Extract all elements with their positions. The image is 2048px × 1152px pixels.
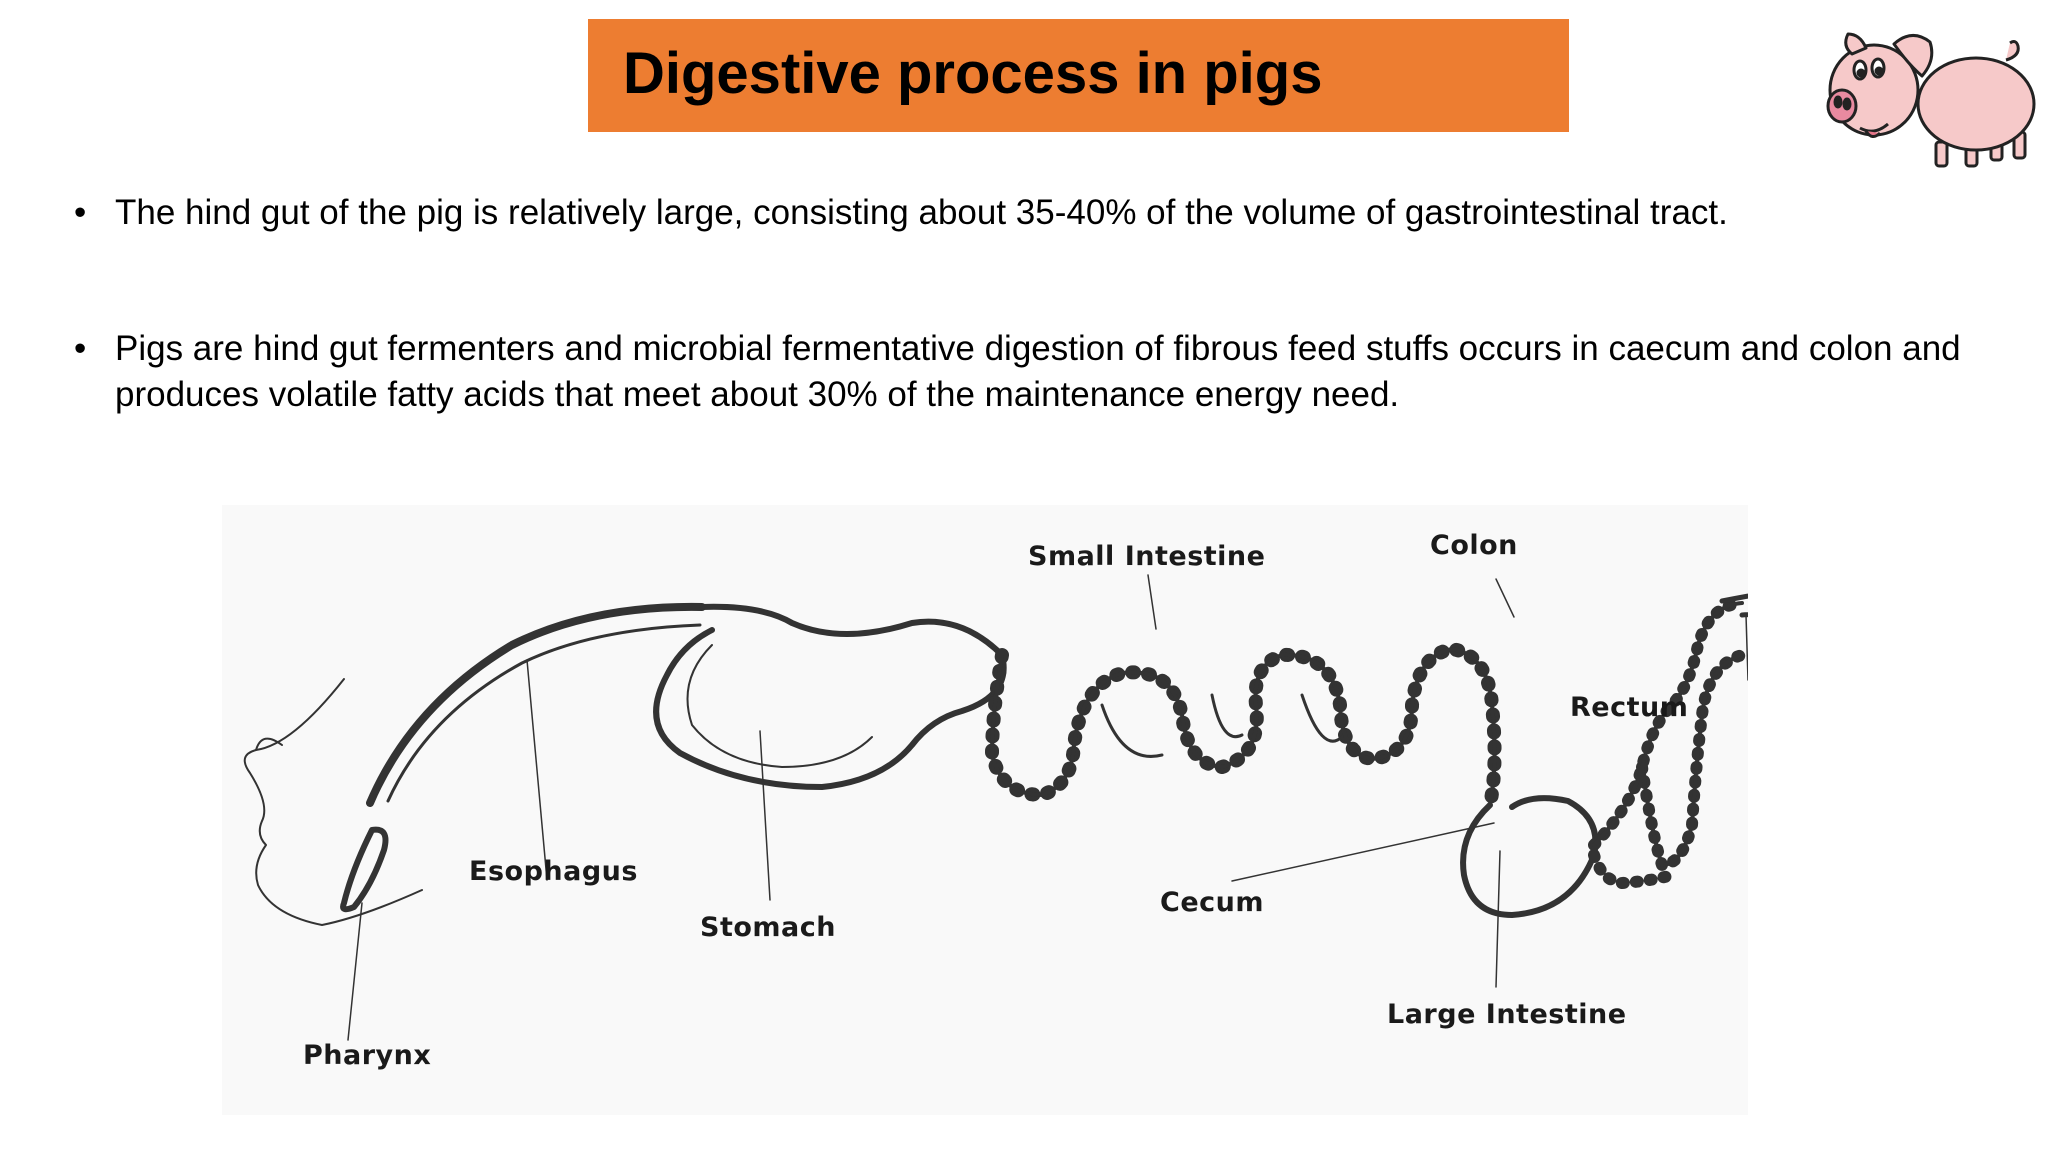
title-banner: Digestive process in pigs [588,19,1569,132]
digestive-tract-drawing [222,505,1748,1115]
bullet-item: • Pigs are hind gut fermenters and micro… [72,326,2022,418]
label-rectum: Rectum [1570,692,1689,723]
bullet-marker: • [74,329,87,368]
bullet-item: • The hind gut of the pig is relatively … [72,190,2022,236]
label-colon: Colon [1430,530,1518,561]
label-cecum: Cecum [1160,887,1264,918]
slide-title: Digestive process in pigs [623,41,1323,106]
bullet-marker: • [74,193,87,232]
label-esophagus: Esophagus [469,856,638,887]
bullet-text: Pigs are hind gut fermenters and microbi… [115,329,1961,414]
label-stomach: Stomach [700,912,836,943]
label-small-intestine: Small Intestine [1028,541,1266,572]
digestive-tract-diagram: Small Intestine Colon Rectum Esophagus S… [222,505,1748,1115]
label-large-intestine: Large Intestine [1387,999,1627,1030]
label-pharynx: Pharynx [303,1040,432,1071]
pig-cartoon-icon [1816,22,2036,172]
bullet-text: The hind gut of the pig is relatively la… [115,193,1728,232]
